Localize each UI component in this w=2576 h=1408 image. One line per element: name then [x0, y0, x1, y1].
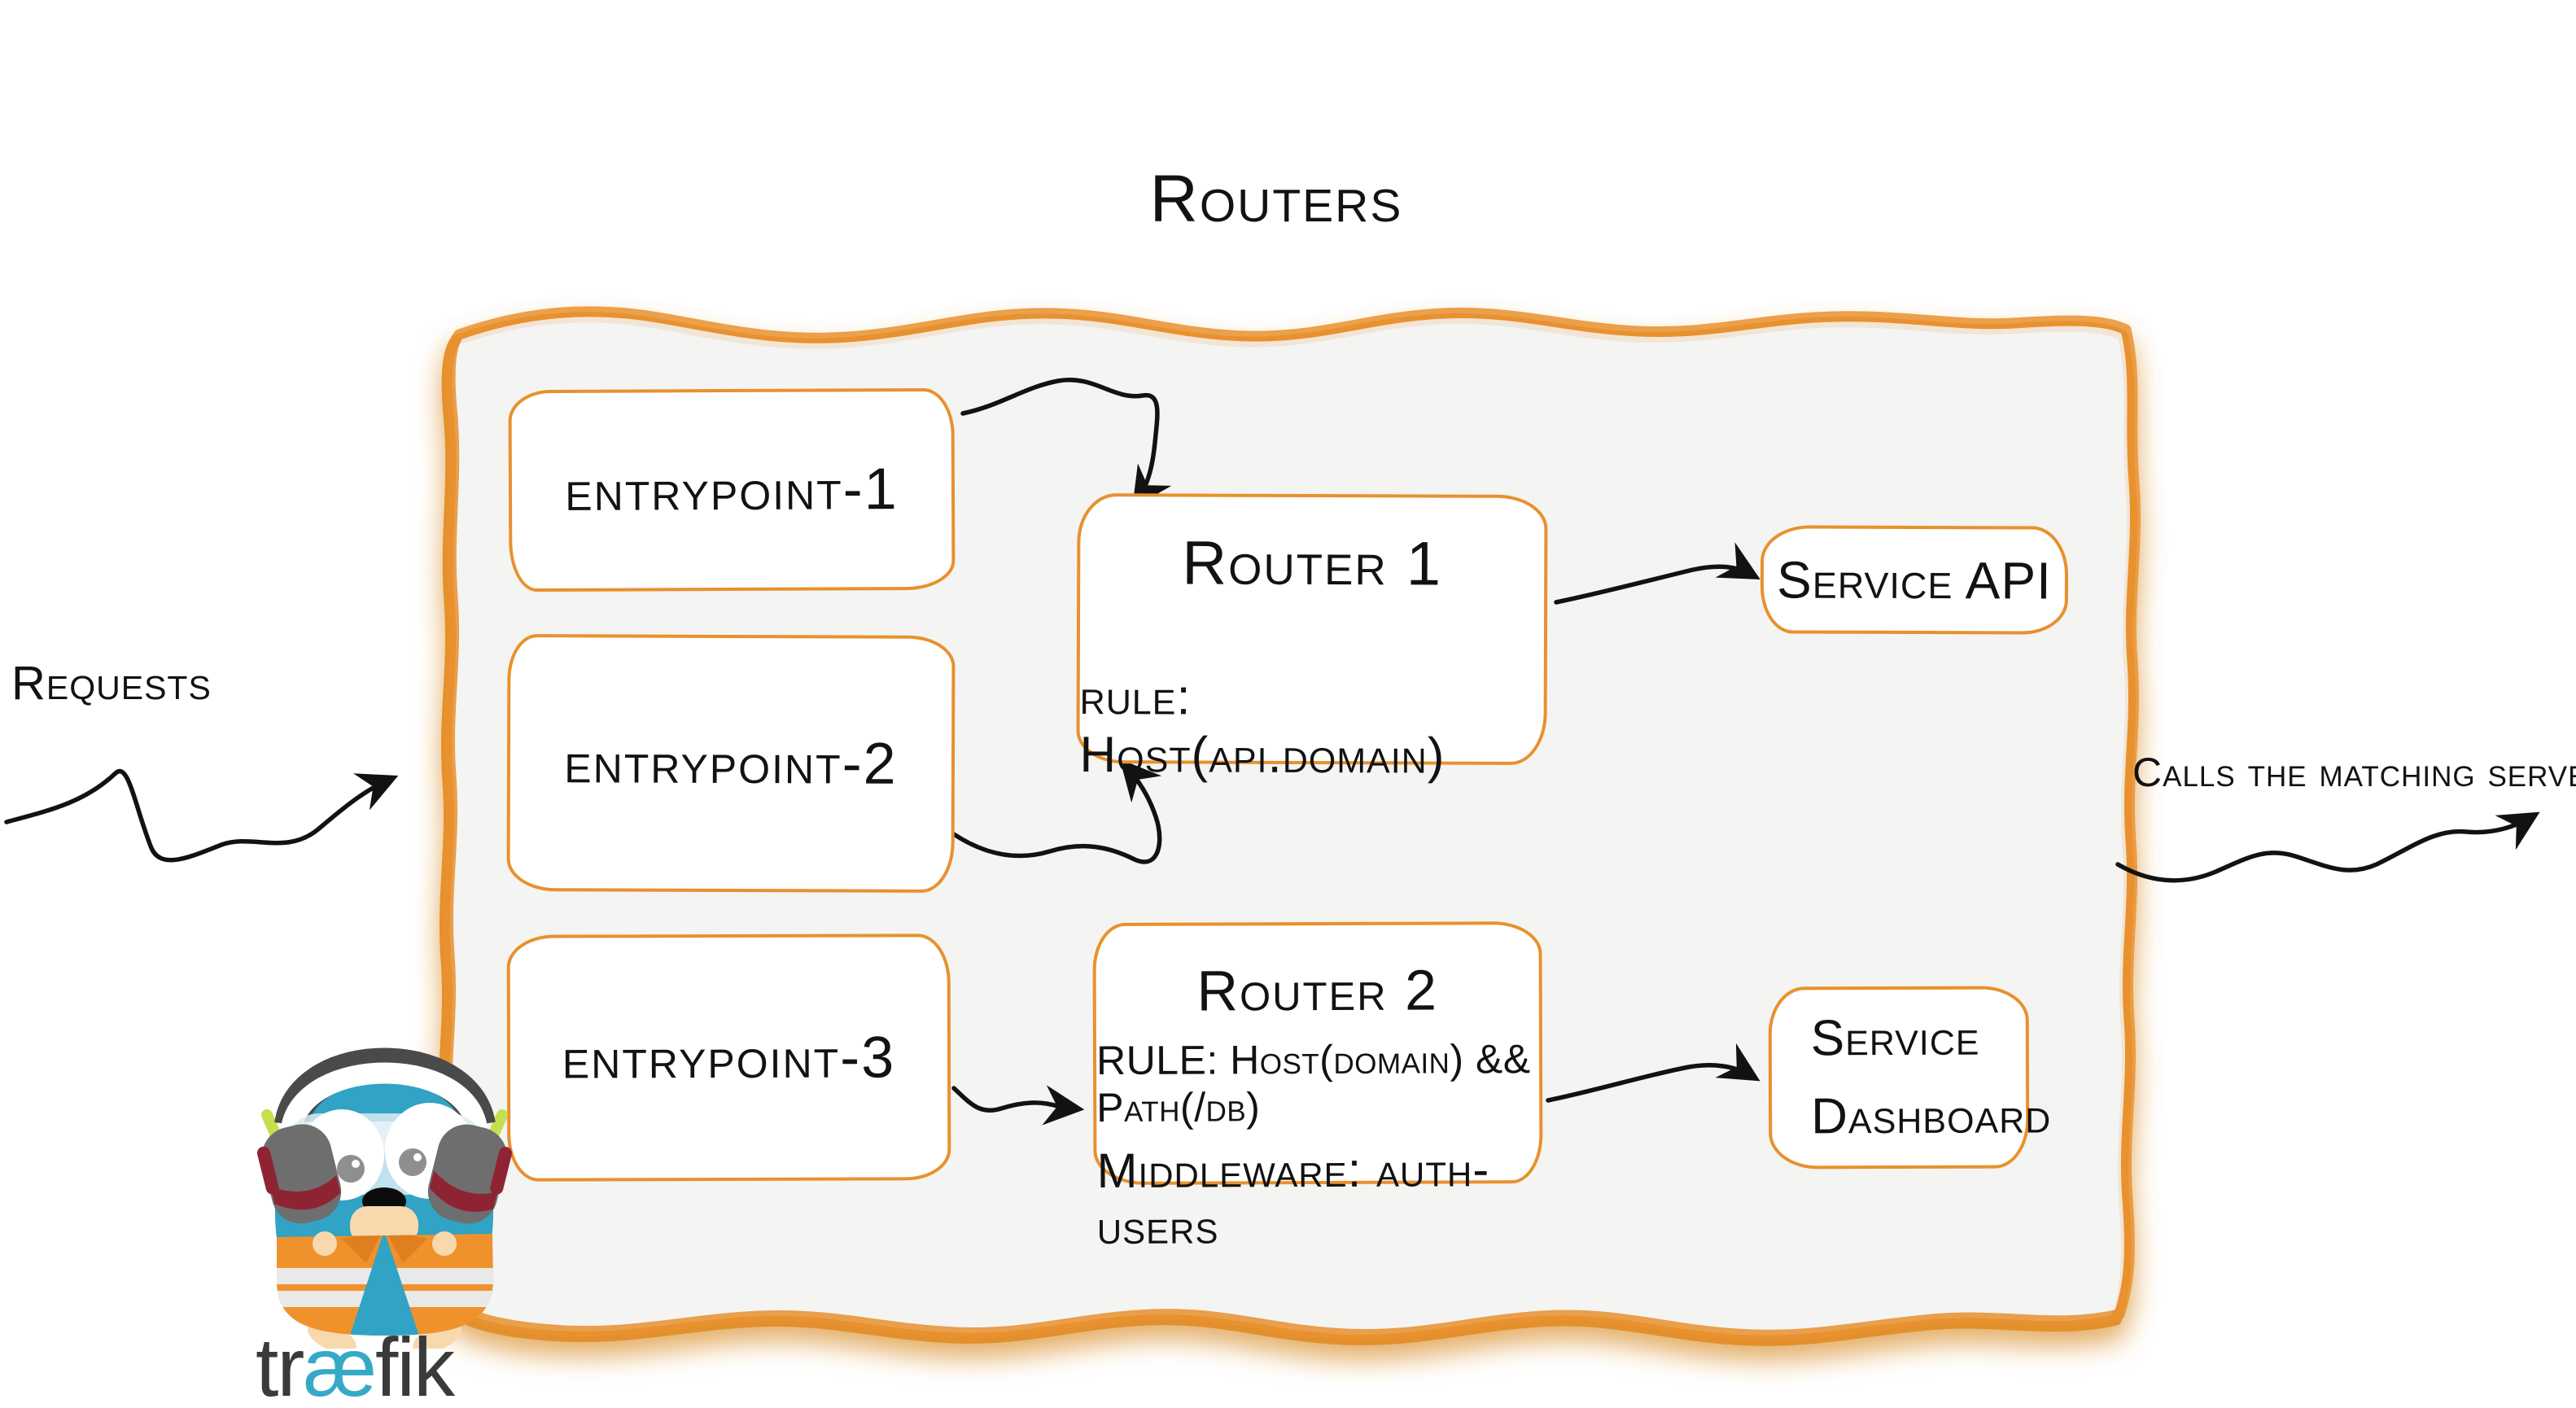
entrypoint-2-label: entrypoint-2 [564, 730, 898, 797]
router-2-rule: RULE: Host(domain) && Path(/db) [1096, 1036, 1531, 1130]
arrow-calls-out [2115, 811, 2540, 883]
service-dashboard-box: Service Dashboard [1768, 986, 2051, 1170]
diagram-title: Routers [1149, 162, 1403, 236]
router-1-box: Router 1 rule: Host(api.domain) [1076, 492, 1548, 785]
service-api-label: Service API [1776, 549, 2053, 610]
entrypoint-3-box: entrypoint-3 [506, 934, 951, 1182]
service-dashboard-label: Service Dashboard [1810, 1009, 2052, 1145]
router-1-rule: rule: Host(api.domain) [1079, 669, 1445, 785]
wordmark-fik: fik [375, 1321, 455, 1408]
service-api-box: Service API [1760, 525, 2069, 635]
arrow-entrypoint1-to-router1 [960, 378, 1172, 509]
router-2-middleware: Middleware: auth-users [1096, 1142, 1490, 1254]
entrypoint-2-box: entrypoint-2 [506, 634, 956, 893]
entrypoint-3-label: entrypoint-3 [562, 1024, 896, 1091]
arrow-requests-in [4, 768, 399, 863]
arrow-entrypoint2-to-router1 [951, 759, 1162, 864]
traefik-gopher-logo [244, 995, 525, 1353]
router-1-title: Router 1 [1182, 528, 1443, 599]
traefik-wordmark: træfik [256, 1320, 455, 1408]
gopher-icon [256, 1047, 512, 1353]
arrow-router2-to-service-dashboard [1546, 1043, 1760, 1103]
requests-label: Requests [11, 657, 212, 710]
arrow-entrypoint3-to-router2 [951, 1085, 1085, 1126]
entrypoint-1-box: entrypoint-1 [508, 387, 956, 592]
arrow-router1-to-service-api [1554, 542, 1760, 605]
router-2-box: Router 2 RULE: Host(domain) && Path(/db)… [1092, 921, 1543, 1254]
entrypoint-1-label: entrypoint-1 [565, 457, 899, 523]
wordmark-tr: tr [256, 1321, 304, 1408]
calls-matching-server-label: Calls the matching server [2132, 750, 2576, 795]
wordmark-ae: æ [303, 1321, 377, 1408]
router-2-title: Router 2 [1196, 958, 1439, 1023]
